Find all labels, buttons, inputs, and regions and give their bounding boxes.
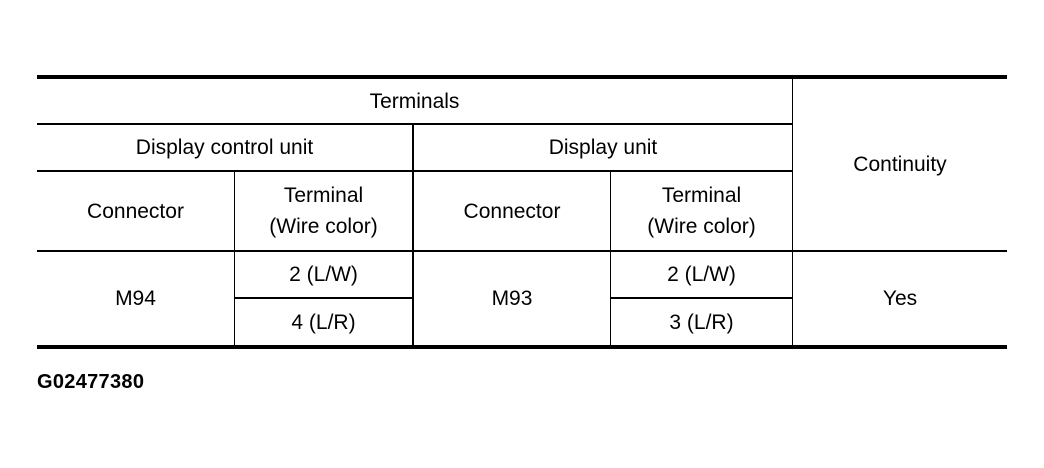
- header-du-connector: Connector: [463, 199, 561, 223]
- header-bottom-rule: [37, 250, 1007, 252]
- col-rule-dcu-terminal: [234, 171, 235, 347]
- table-bottom-rule: [37, 345, 1007, 349]
- dcu-terminal-value-2: 4 (L/R): [291, 310, 356, 334]
- table-top-rule: [37, 75, 1007, 79]
- dcu-terminal-value-1: 2 (L/W): [289, 263, 358, 286]
- du-terminal-value-1: 2 (L/W): [667, 263, 736, 286]
- dcu-connector-value: M94: [115, 287, 156, 310]
- header-terminals: Terminals: [369, 89, 460, 113]
- header-du-terminal: Terminal (Wire color): [647, 184, 756, 238]
- terminal-row-divider-right: [610, 297, 793, 299]
- du-connector-value: M93: [491, 287, 533, 310]
- col-rule-display-unit: [412, 124, 414, 347]
- header-continuity: Continuity: [853, 153, 947, 176]
- continuity-value: Yes: [882, 287, 918, 310]
- header-rule-2: [37, 170, 793, 172]
- col-rule-continuity: [792, 77, 793, 347]
- col-rule-du-terminal: [610, 171, 611, 347]
- header-display-unit: Display unit: [548, 136, 658, 159]
- du-terminal-value-2: 3 (L/R): [669, 310, 734, 334]
- header-dcu-terminal: Terminal (Wire color): [269, 184, 378, 238]
- header-rule-1: [37, 123, 793, 125]
- terminal-row-divider-left: [234, 297, 413, 299]
- header-dcu-connector: Connector: [87, 199, 184, 223]
- figure-code-caption: G02477380: [37, 371, 145, 393]
- header-display-control-unit: Display control unit: [135, 136, 314, 159]
